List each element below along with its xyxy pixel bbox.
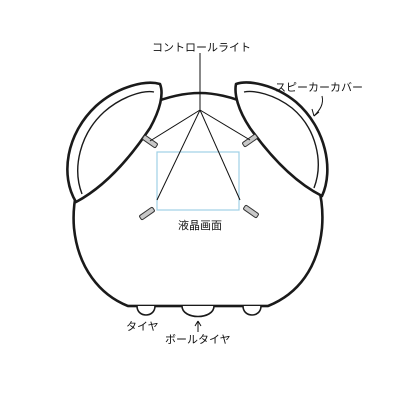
control-light-leader-lines: [149, 53, 251, 201]
speaker-cover-left-inner: [77, 90, 155, 195]
control-light-top-left: [142, 134, 158, 149]
ball-tire-arrow: [194, 320, 202, 332]
tire-right: [242, 305, 262, 316]
control-light-bottom-left: [139, 206, 155, 221]
speaker-cover-left: [66, 81, 163, 204]
lcd-screen-label: 液晶画面: [178, 219, 222, 232]
speaker-cover-arrow: [311, 95, 323, 117]
speaker-cover-right: [234, 81, 329, 198]
control-light-bottom-right: [243, 204, 259, 219]
control-light-label: コントロールライト: [152, 41, 251, 54]
tire-label: タイヤ: [126, 320, 159, 333]
speaker-cover-right-inner: [243, 90, 319, 189]
ball-tire-label: ボールタイヤ: [165, 333, 231, 346]
ball-tire: [181, 305, 215, 318]
speaker-cover-label: スピーカーカバー: [275, 81, 363, 94]
control-light-top-right: [242, 133, 258, 148]
lcd-screen: [156, 151, 240, 211]
tire-left: [136, 305, 156, 316]
